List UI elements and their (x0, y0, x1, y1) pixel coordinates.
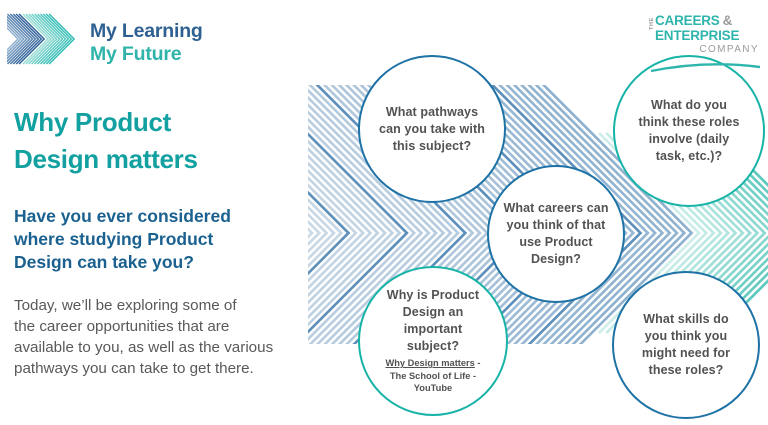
slide-title: Why Product Design matters (14, 107, 198, 174)
circle-pathways-text: What pathways can you take with this sub… (379, 104, 485, 153)
brand-wordmark: My Learning My Future (90, 20, 203, 65)
cec-careers-row: CAREERS& (655, 13, 759, 28)
circle-importance-link-line: Why Design matters - The School of Life … (385, 357, 480, 395)
careers-enterprise-logo: THE CAREERS& ENTERPRISE COMPANY (649, 13, 761, 73)
circle-pathways-question: What pathways can you take with this sub… (358, 55, 506, 203)
circle-roles-text: What do you think these roles involve (d… (638, 98, 740, 163)
circle-careers-text: What careers can you think of that use P… (503, 201, 609, 266)
circle-roles-question: What do you think these roles involve (d… (613, 55, 765, 207)
why-design-matters-link[interactable]: Why Design matters (385, 358, 475, 369)
circle-careers-question: What careers can you think of that use P… (487, 165, 625, 303)
brand-chevron-icon (7, 13, 76, 65)
brand-line-my-learning: My Learning (90, 20, 203, 42)
circle-importance-question: Why is Product Design an important subje… (358, 266, 508, 416)
circle-skills-text: What skills do you think you might need … (641, 312, 731, 377)
slide-body-text: Today, we’ll be exploring some of the ca… (14, 297, 274, 377)
slide-subtitle: Have you ever considered where studying … (14, 206, 231, 272)
link-suffix-text: - The School of Life - YouTube (389, 358, 481, 394)
left-text-column: Why Product Design matters Have you ever… (14, 104, 320, 379)
cec-ampersand: & (722, 13, 733, 28)
brand-line-my-future: My Future (90, 42, 182, 65)
circle-importance-content: Why is Product Design an important subje… (385, 287, 480, 395)
cec-swoosh-icon (650, 63, 761, 73)
cec-careers-label: CAREERS (655, 13, 720, 28)
circle-importance-text: Why is Product Design an important subje… (386, 288, 480, 354)
cec-enterprise-label: ENTERPRISE (655, 28, 740, 43)
cec-the-label: THE (649, 17, 655, 30)
circle-skills-question: What skills do you think you might need … (612, 271, 760, 419)
cec-company-label: COMPANY (699, 44, 759, 55)
my-learning-my-future-logo: My Learning My Future (6, 10, 203, 70)
